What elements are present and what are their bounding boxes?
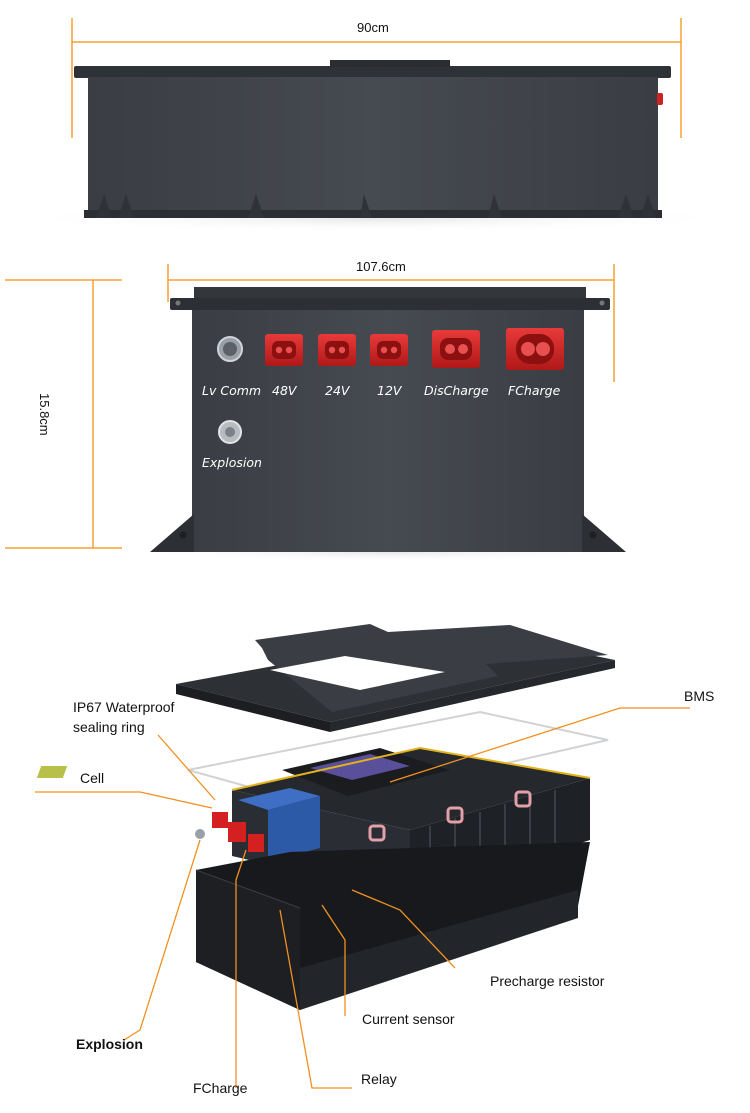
port-discharge-icon [432,330,480,368]
callout-lines [35,707,690,1089]
port-label-48v: 48V [272,383,297,398]
callout-fcharge: FCharge [193,1080,248,1096]
callout-precharge-resistor: Precharge resistor [490,973,605,989]
port-label-12v: 12V [377,383,402,398]
port-label-discharge: DisCharge [424,383,489,398]
top-side-view [5,18,745,232]
height-dimension: 15.8cm [37,393,52,436]
callout-ip67-line1: IP67 Waterproof [73,699,175,715]
width-dimension: 90cm [357,20,389,35]
callout-bms: BMS [684,688,715,704]
port-24v-icon [318,334,356,366]
port-12v-icon [370,334,408,366]
port-48v-icon [265,334,303,366]
callout-relay: Relay [361,1071,397,1087]
port-label-24v: 24V [325,383,350,398]
port-label-explosion: Explosion [202,455,262,470]
callout-cell: Cell [80,770,105,786]
callout-ip67-line2: sealing ring [73,719,145,735]
port-fcharge-icon [506,328,564,370]
front-view [5,264,650,562]
callout-current-sensor: Current sensor [362,1011,455,1027]
callout-explosion: Explosion [76,1036,143,1052]
length-dimension: 107.6cm [356,259,406,274]
exploded-view [36,624,615,1010]
port-label-lv-comm: Lv Comm [202,383,262,398]
port-label-fcharge: FCharge [508,383,561,398]
